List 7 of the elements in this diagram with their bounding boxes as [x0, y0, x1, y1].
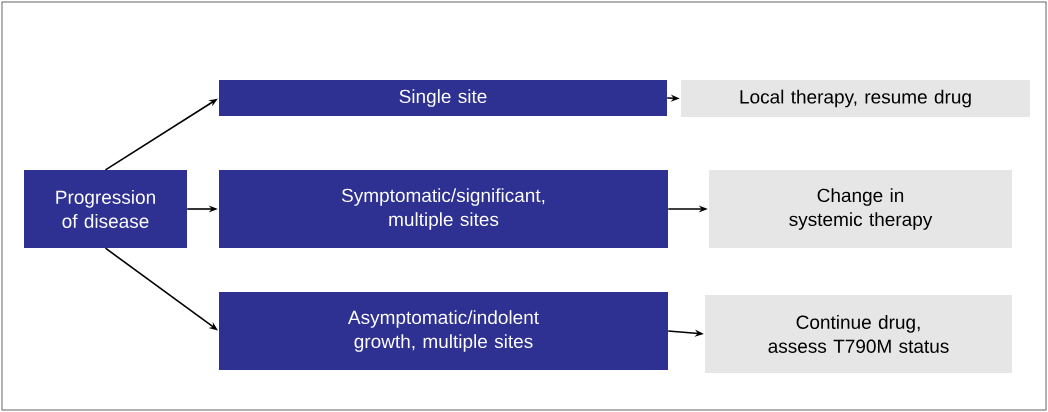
outcome-box: Change in systemic therapy [709, 170, 1012, 248]
process-box: Asymptomatic/indolent growth, multiple sites [219, 292, 668, 370]
process-box: Progression of disease [24, 170, 187, 248]
outcome-box: Local therapy, resume drug [681, 80, 1030, 117]
outcome-box: Continue drug, assess T790M status [705, 295, 1012, 373]
process-box: Single site [219, 80, 667, 116]
process-box: Symptomatic/significant, multiple sites [219, 170, 668, 248]
